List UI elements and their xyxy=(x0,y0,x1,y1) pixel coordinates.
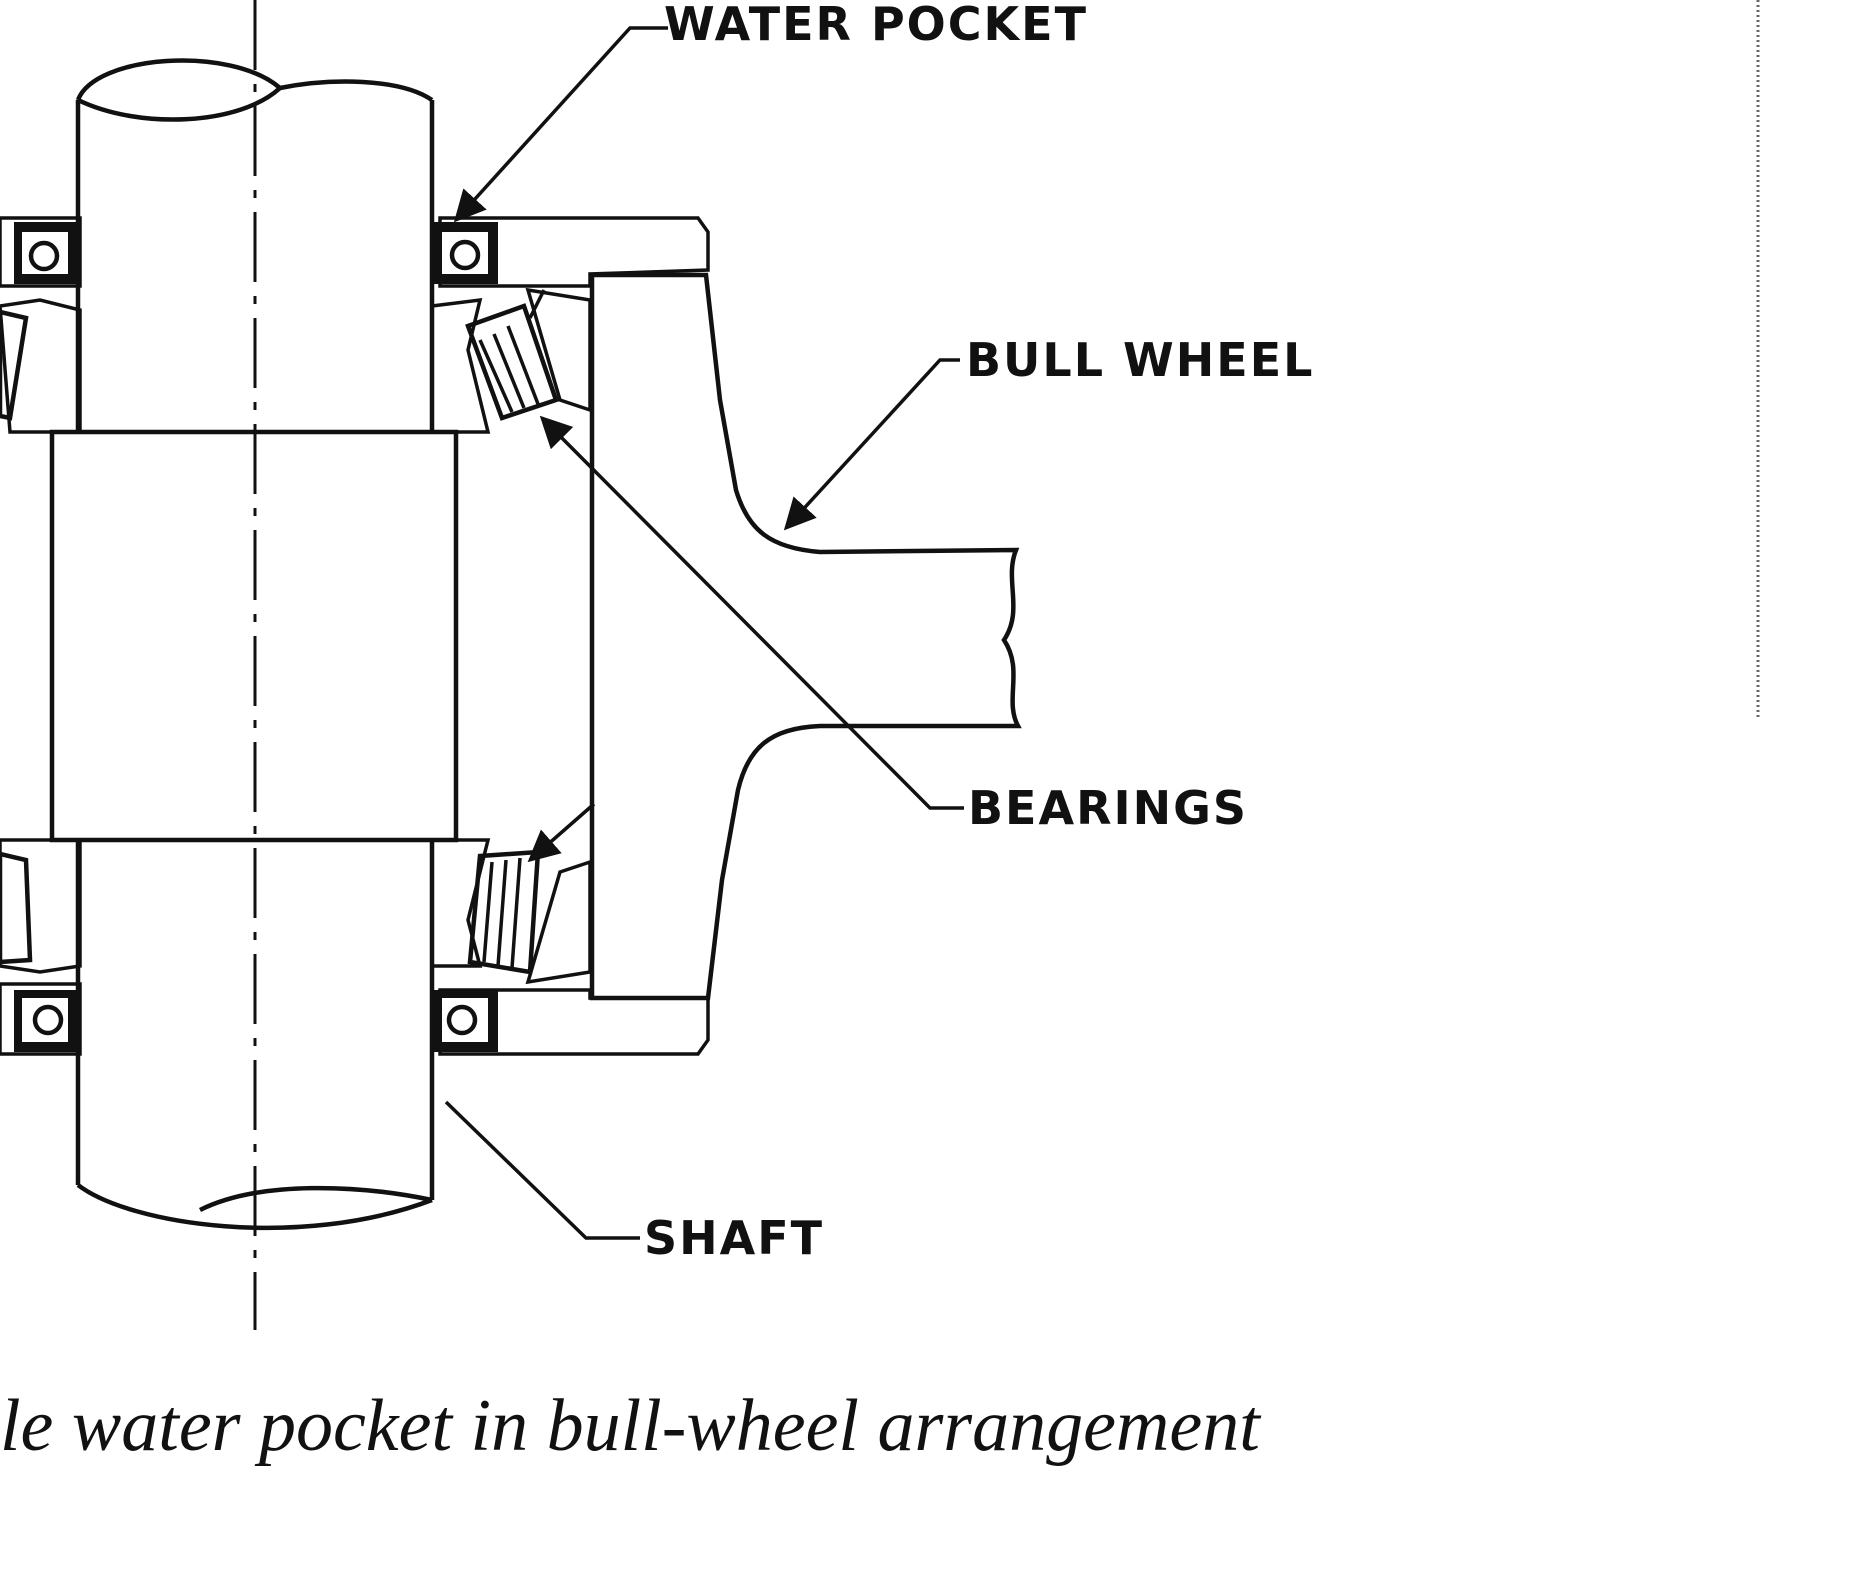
bearing-races xyxy=(0,287,592,985)
hub-housing xyxy=(0,216,710,1056)
seal-lower-right xyxy=(432,990,498,1052)
bull-wheel-label: BULL WHEEL xyxy=(966,333,1314,387)
water-pocket-leader xyxy=(453,26,668,223)
shaft-label: SHAFT xyxy=(644,1211,824,1265)
roller-bearing-upper xyxy=(465,289,559,421)
seal-upper-right xyxy=(432,222,498,284)
water-pocket-label: WATER POCKET xyxy=(664,0,1088,51)
bull-wheel-body xyxy=(589,272,1022,1001)
seal-lower-left xyxy=(14,990,76,1052)
seal-upper-left xyxy=(14,222,76,284)
shaft xyxy=(75,58,435,1231)
bull-wheel-leader xyxy=(783,358,960,531)
roller-bearing-lower xyxy=(467,849,541,975)
bearings-leader-upper xyxy=(539,415,964,810)
bearings-label: BEARINGS xyxy=(968,781,1248,835)
figure-caption: le water pocket in bull-wheel arrangemen… xyxy=(0,1385,1262,1467)
roller-bearing-left xyxy=(0,309,33,965)
bearings-leader-lower xyxy=(527,802,596,863)
shaft-leader xyxy=(444,1100,640,1240)
